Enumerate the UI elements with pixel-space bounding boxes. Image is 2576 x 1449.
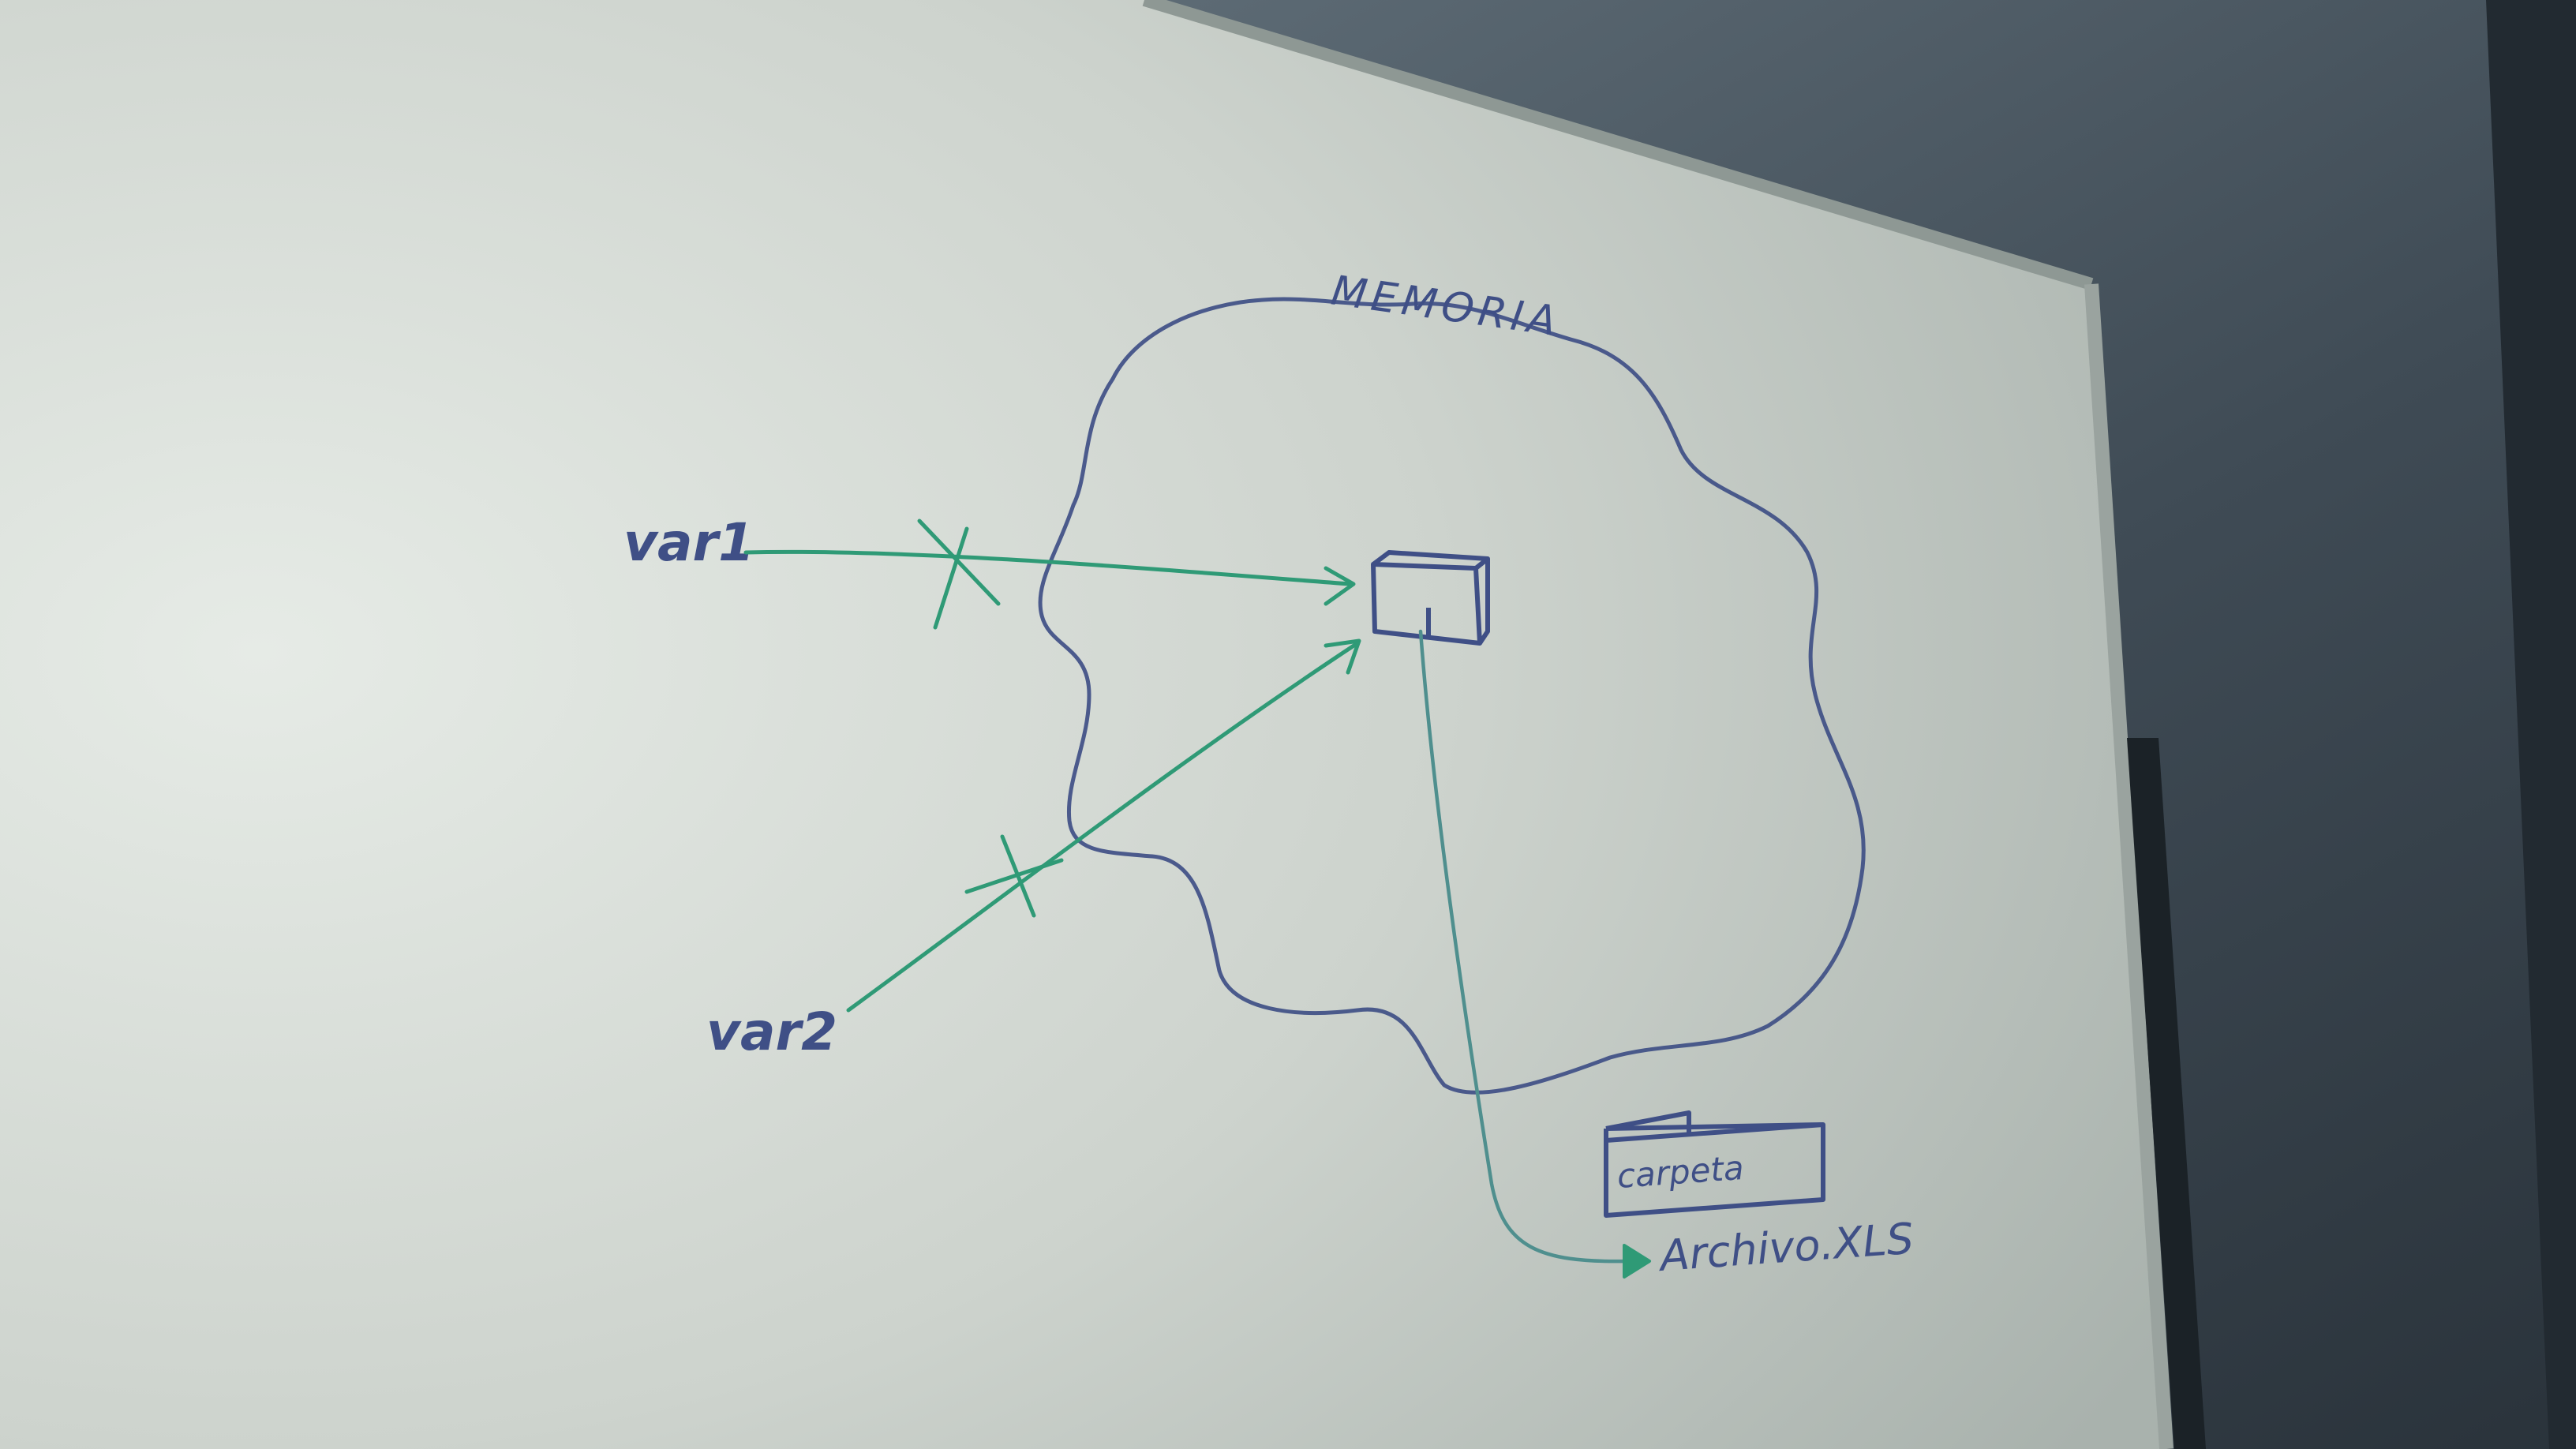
wall-corner-dark: [2486, 0, 2576, 1449]
var2-arrowhead: [1324, 638, 1361, 675]
file-arrowhead: [1623, 1244, 1651, 1279]
var1-label: var1: [623, 512, 754, 573]
folder-icon: [1604, 1110, 1825, 1218]
var2-arrow-line: [846, 641, 1360, 1013]
marker-tray: [2127, 738, 2206, 1449]
whiteboard-surface: [0, 0, 2166, 1449]
file-arrow-line: [1418, 629, 1628, 1264]
var1-cross-mark: [917, 519, 1001, 630]
folder-label: carpeta: [1616, 1148, 1745, 1196]
whiteboard-frame-top: [1142, 0, 2094, 290]
var1-arrowhead: [1324, 566, 1356, 606]
whiteboard-frame-right: [2084, 283, 2174, 1449]
var2-cross-mark: [964, 834, 1064, 918]
var1-arrow-line: [743, 549, 1352, 586]
memory-box: [1371, 550, 1490, 646]
var2-label: var2: [706, 1002, 837, 1062]
memory-cloud-outline: [1038, 297, 1866, 1095]
